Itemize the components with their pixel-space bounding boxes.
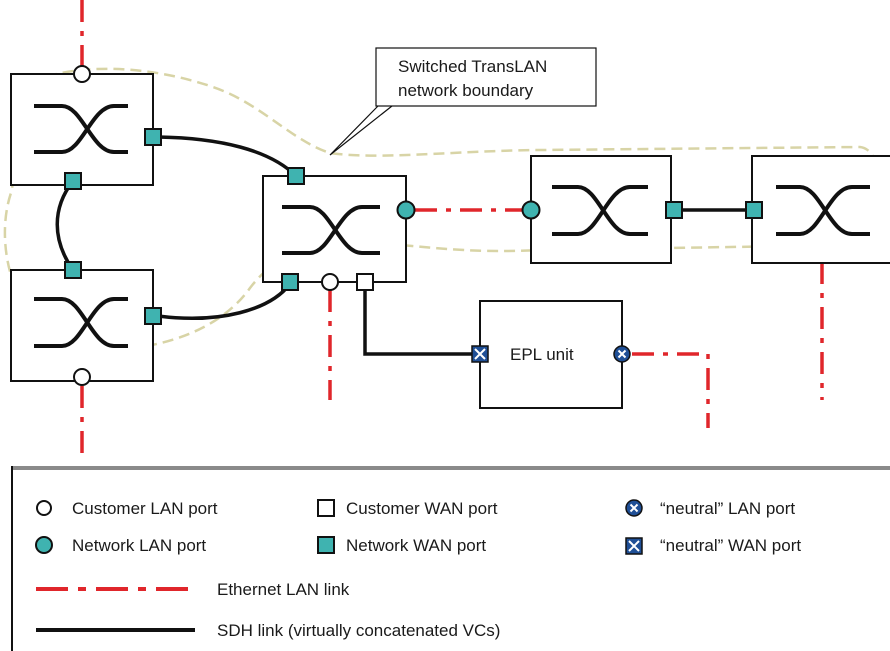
legend-network-lan-icon	[35, 536, 53, 554]
epl-unit: EPL unit	[479, 300, 623, 409]
network-wan-port	[144, 128, 162, 146]
customer-lan-port-top	[73, 65, 91, 83]
legend-network-lan-label: Network LAN port	[72, 536, 206, 555]
network-element-right-1	[530, 155, 672, 264]
legend-neutral-lan-icon	[625, 499, 643, 517]
sdh-link-left-vertical	[55, 179, 75, 272]
network-lan-port-center	[396, 200, 416, 220]
switch-cross-icon	[34, 104, 128, 154]
legend-customer-wan-label: Customer WAN port	[346, 499, 498, 518]
legend-network-wan-label: Network WAN port	[346, 536, 486, 555]
customer-lan-port-bottom	[73, 368, 91, 386]
legend-customer-wan-icon	[317, 499, 335, 517]
network-lan-port-right	[521, 200, 541, 220]
neutral-wan-port-epl	[471, 345, 489, 363]
network-wan-port	[287, 167, 305, 185]
network-wan-port	[665, 201, 683, 219]
switch-cross-icon	[552, 185, 648, 236]
legend-network-wan-icon	[317, 536, 335, 554]
legend: Customer LAN port Customer WAN port “neu…	[11, 466, 890, 651]
network-element-top-left	[10, 73, 154, 186]
network-element-center	[262, 175, 407, 283]
switch-cross-icon	[34, 297, 128, 348]
sdh-link-bottomleft-to-center	[157, 282, 292, 320]
network-wan-port	[144, 307, 162, 325]
callout-line-1: Switched TransLAN	[398, 57, 547, 76]
neutral-lan-port-epl	[613, 345, 631, 363]
ethernet-lan-links	[80, 0, 824, 462]
legend-customer-lan-icon	[36, 500, 52, 516]
callout-line-2: network boundary	[398, 81, 534, 100]
sdh-link-to-epl	[363, 282, 474, 356]
network-wan-port	[64, 172, 82, 190]
legend-ethernet-link-label: Ethernet LAN link	[217, 580, 350, 599]
sdh-link-topleft-to-center	[157, 135, 298, 178]
epl-unit-label: EPL unit	[510, 345, 574, 364]
network-element-bottom-left	[10, 269, 154, 382]
network-element-right-2	[751, 155, 890, 264]
legend-neutral-wan-label: “neutral” WAN port	[660, 536, 801, 555]
switch-cross-icon	[776, 185, 870, 236]
customer-lan-port-center	[321, 273, 339, 291]
legend-sdh-link-label: SDH link (virtually concatenated VCs)	[217, 621, 500, 640]
network-wan-port	[281, 273, 299, 291]
network-wan-ports	[64, 128, 763, 325]
network-wan-port	[64, 261, 82, 279]
network-wan-port	[745, 201, 763, 219]
legend-neutral-wan-icon	[625, 537, 643, 555]
customer-wan-port-center	[356, 273, 374, 291]
switch-cross-icon	[282, 205, 380, 255]
network-boundary-outline	[3, 67, 882, 352]
callout-boundary-label: Switched TransLAN network boundary	[329, 47, 597, 156]
ethernet-link-epl-out	[632, 352, 710, 428]
legend-customer-lan-label: Customer LAN port	[72, 499, 218, 518]
legend-neutral-lan-label: “neutral” LAN port	[660, 499, 795, 518]
sdh-links	[55, 135, 754, 356]
